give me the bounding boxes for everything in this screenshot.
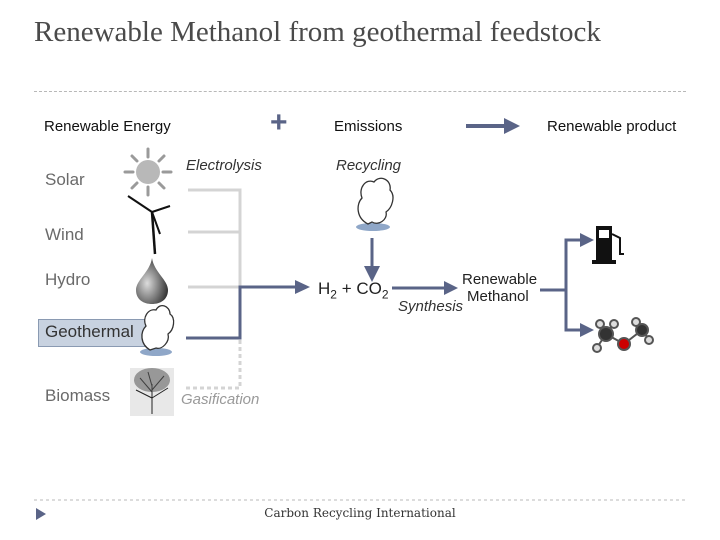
arrowhead-to-molecule [580, 323, 594, 337]
source-connectors [186, 190, 240, 388]
wind-turbine-icon [128, 196, 170, 254]
biomass-connector [186, 340, 240, 388]
arrowhead-down [364, 266, 380, 282]
arrowhead-to-h2 [295, 280, 310, 294]
main-flow [186, 126, 584, 338]
methanol-molecule-icon [593, 318, 653, 352]
water-drop-icon [136, 258, 168, 304]
solar-connector [188, 190, 240, 287]
header-arrowhead [504, 118, 520, 134]
arrowhead-to-methanol [444, 281, 458, 295]
geothermal-flow-line [186, 287, 300, 338]
to-fuel-line [540, 240, 584, 290]
fuel-pump-icon [592, 226, 624, 264]
recycling-steam-icon [356, 178, 393, 231]
sun-icon [125, 149, 171, 195]
arrowheads [295, 118, 594, 337]
arrowhead-to-fuel [580, 233, 594, 247]
footer-credit: Carbon Recycling International [0, 506, 720, 520]
tree-icon [130, 368, 174, 416]
geothermal-steam-icon [140, 306, 174, 356]
